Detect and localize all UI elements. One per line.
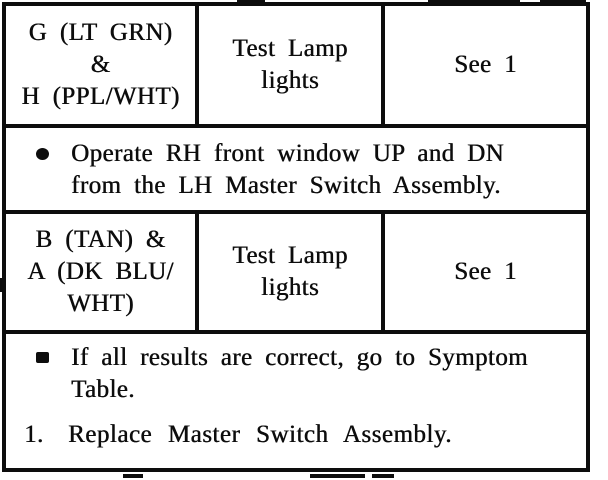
terminals-cell: G (LT GRN) & H (PPL/WHT) xyxy=(6,6,199,124)
table-row: Operate RH front window UP and DN from t… xyxy=(6,124,586,210)
step-number: 1. xyxy=(24,421,44,448)
scan-artifact xyxy=(123,474,143,478)
cell-line: lights xyxy=(261,274,319,301)
cell-line: See 1 xyxy=(454,51,517,78)
table-row: B (TAN) & A (DK BLU/ WHT) Test Lamp ligh… xyxy=(6,210,586,330)
note-line: from the LH Master Switch Assembly. xyxy=(71,172,501,199)
action-cell: See 1 xyxy=(385,6,586,124)
cell-line: lights xyxy=(261,67,319,94)
table-row: G (LT GRN) & H (PPL/WHT) Test Lamp light… xyxy=(6,6,586,124)
result-cell: Test Lamp lights xyxy=(199,6,385,124)
result-cell: Test Lamp lights xyxy=(199,214,385,330)
note-line: Operate RH front window UP and DN xyxy=(71,140,504,167)
note-line: Table. xyxy=(71,376,135,403)
bullet-note: If all results are correct, go to Sympto… xyxy=(36,342,578,406)
diagnostic-test-table: G (LT GRN) & H (PPL/WHT) Test Lamp light… xyxy=(2,2,590,472)
instruction-text: Operate RH front window UP and DN from t… xyxy=(71,138,504,210)
terminals-cell: B (TAN) & A (DK BLU/ WHT) xyxy=(6,214,199,330)
cell-line: & xyxy=(90,51,111,78)
table-row: If all results are correct, go to Sympto… xyxy=(6,330,586,468)
cell-line: G (LT GRN) xyxy=(28,19,173,46)
cell-line: A (DK BLU/ xyxy=(27,258,174,285)
cell-line: Test Lamp xyxy=(232,35,348,62)
step-text: Replace Master Switch Assembly. xyxy=(68,421,452,448)
scan-artifact xyxy=(428,0,520,3)
note-line: If all results are correct, go to Sympto… xyxy=(71,344,528,371)
bullet-icon xyxy=(36,352,49,363)
note-text: If all results are correct, go to Sympto… xyxy=(71,342,528,406)
cell-line: B (TAN) & xyxy=(35,226,166,253)
action-cell: See 1 xyxy=(385,214,586,330)
cell-line: Test Lamp xyxy=(232,242,348,269)
cell-line: H (PPL/WHT) xyxy=(21,83,180,110)
scan-artifact xyxy=(0,278,3,292)
scan-artifact xyxy=(310,474,365,478)
scan-artifact xyxy=(372,474,394,478)
cell-line: See 1 xyxy=(454,258,517,285)
bullet-icon xyxy=(36,148,49,160)
cell-line: WHT) xyxy=(67,290,134,317)
numbered-step: 1. Replace Master Switch Assembly. xyxy=(24,419,578,451)
